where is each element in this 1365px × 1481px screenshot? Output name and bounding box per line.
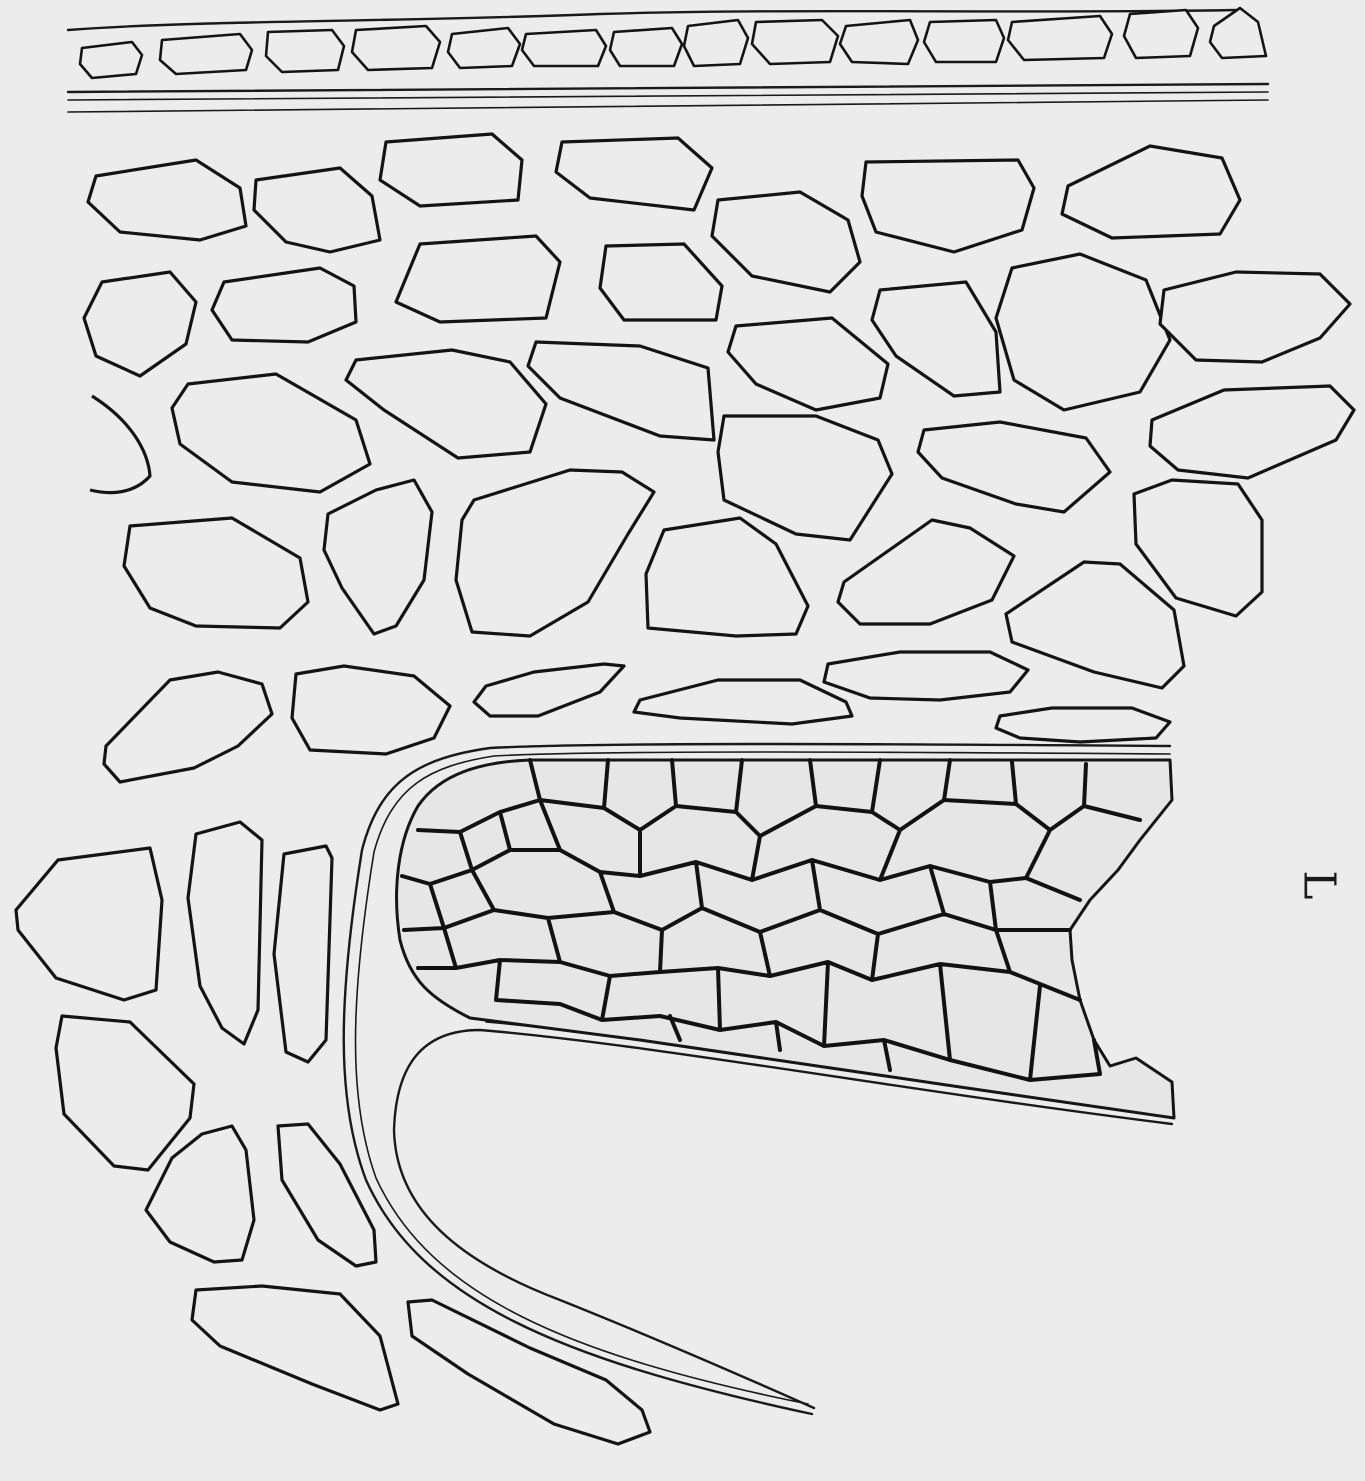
cortex-cells [84,134,1354,782]
epidermis-inner-line [68,92,1268,100]
epidermal-cell [752,20,838,64]
epidermal-cell [610,28,682,66]
cortex-cell [824,652,1028,700]
epidermis-layer [68,8,1268,112]
figure-label: L [1294,870,1345,899]
cortex-cell [396,236,560,322]
cortex-cell [918,422,1110,512]
epidermal-cell [266,30,344,72]
lateral-cell [16,848,162,1000]
cortex-cell [646,518,808,636]
cortex-cell [634,680,852,724]
cortex-cell [872,282,1000,396]
cortex-cell [172,374,370,492]
epidermal-cell [924,20,1004,62]
lateral-cell [188,822,262,1044]
epidermal-cell [684,20,748,66]
cortex-cell [528,342,714,440]
tissue-mass [397,760,1174,1118]
cortex-cell [456,470,654,636]
cortex-cell [600,244,722,320]
cortex-cell [104,672,272,782]
cortex-cell [380,134,522,206]
epidermal-cell [1124,10,1198,58]
cortex-cell [474,664,624,716]
epidermal-cell [840,20,918,64]
cortex-cell [324,480,432,634]
epidermal-cell [1210,8,1266,58]
cortex-cell [212,268,356,342]
lateral-cell [192,1286,398,1410]
cortex-cell [88,160,246,240]
cortex-cell [1062,146,1240,238]
epidermal-cell [522,30,606,66]
epidermal-cell [352,26,440,70]
cortex-cell [254,168,380,252]
epidermis-inner-line [68,84,1268,92]
cortex-cell [996,708,1170,742]
epidermal-cell [1008,16,1112,60]
cortex-cell [84,272,196,376]
lateral-cell [56,1016,194,1170]
cortex-cell [1006,562,1184,688]
epidermal-cell [80,42,142,78]
cortex-cell [996,254,1170,410]
small-cell-tissue [397,760,1174,1118]
epidermal-cell [160,34,252,74]
cortex-cell [1150,386,1354,478]
lateral-cell [278,1124,376,1266]
cortex-cell [346,350,546,458]
cortex-cell [862,160,1034,252]
lateral-cell [274,846,332,1062]
cortex-cell [1160,272,1350,362]
cortex-cell [90,396,150,493]
epidermis-inner-line [68,100,1268,112]
cortex-cell [712,192,860,292]
cortex-cell [728,318,888,410]
cortex-cell [556,138,712,210]
cortex-cell [292,666,450,754]
epidermal-cell [448,28,520,68]
cortex-cell [838,520,1014,624]
cortex-cell [124,518,308,628]
